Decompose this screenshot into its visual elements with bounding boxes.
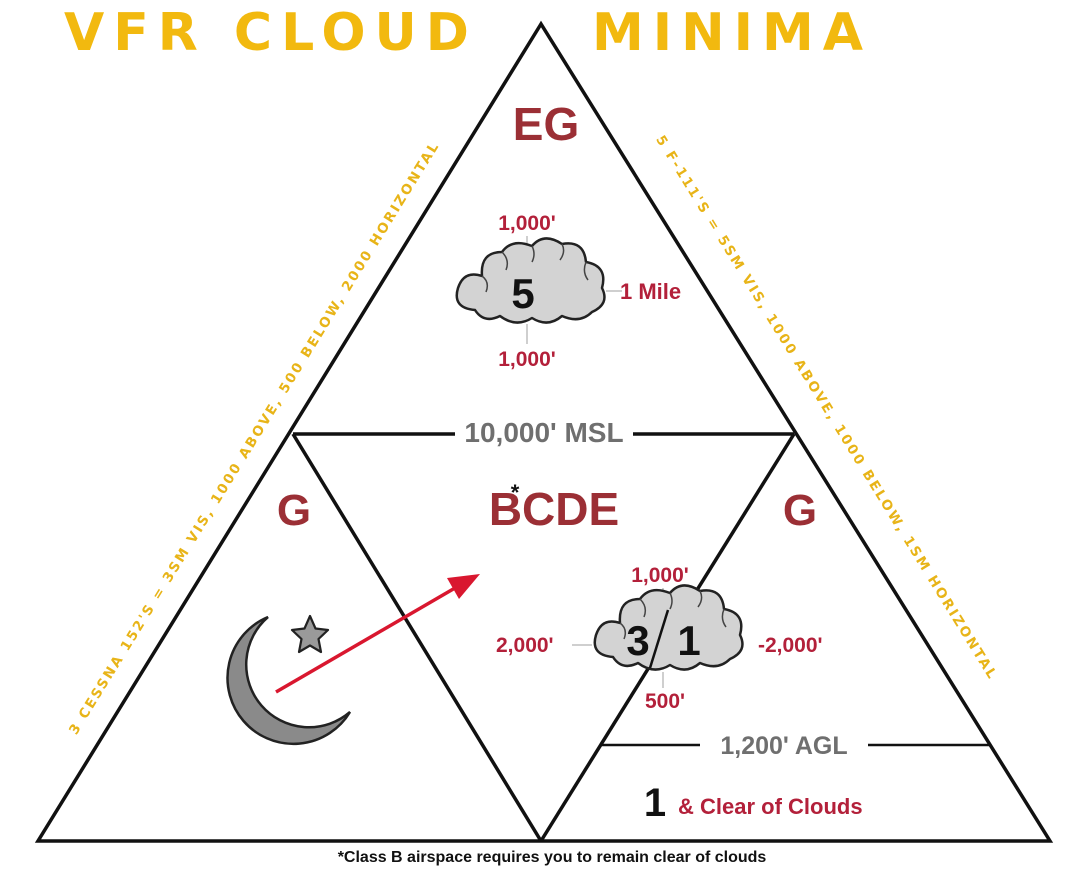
center-below-minimum: 500'	[645, 690, 685, 713]
top-horizontal-minimum: 1 Mile	[620, 279, 681, 304]
clear-of-clouds-label: & Clear of Clouds	[678, 794, 863, 819]
msl-divider-label: 10,000' MSL	[464, 417, 623, 448]
right-visibility: 1	[644, 781, 666, 825]
star-icon	[290, 614, 330, 654]
center-visibility-left: 3	[626, 617, 649, 664]
triangle-frame	[34, 20, 1054, 843]
center-right-minimum: -2,000'	[758, 634, 823, 657]
top-class-label: EG	[513, 98, 579, 150]
center-class-label: BCDE	[489, 483, 619, 535]
title-right: MINIMA	[592, 3, 872, 63]
title-left: VFR CLOUD	[64, 3, 478, 63]
agl-divider-label: 1,200' AGL	[720, 732, 847, 760]
left-class-label: G	[277, 486, 311, 535]
cloud-icon	[593, 584, 744, 671]
footnote: *Class B airspace requires you to remain…	[338, 849, 767, 866]
top-below-minimum: 1,000'	[498, 348, 556, 371]
arrow-icon	[275, 574, 480, 694]
left-side-mnemonic: 3 CESSNA 152'S = 3SM VIS, 1000 ABOVE, 50…	[66, 138, 443, 737]
crescent-moon-icon	[226, 615, 352, 746]
center-left-minimum: 2,000'	[496, 634, 554, 657]
top-visibility: 5	[511, 270, 534, 317]
center-visibility-right: 1	[677, 617, 700, 664]
right-class-label: G	[783, 486, 817, 535]
top-above-minimum: 1,000'	[498, 212, 556, 235]
class-b-asterisk: *	[511, 480, 520, 505]
center-above-minimum: 1,000'	[631, 564, 689, 587]
